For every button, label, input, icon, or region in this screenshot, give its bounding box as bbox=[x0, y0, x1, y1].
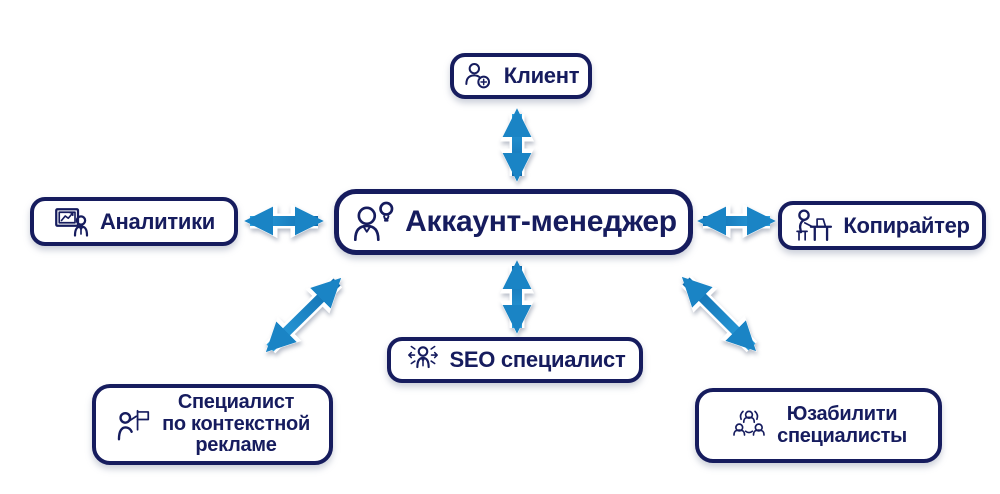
person-flag-icon bbox=[117, 409, 150, 440]
node-copywriter: Копирайтер bbox=[778, 201, 986, 250]
arrow-manager-context bbox=[264, 276, 343, 354]
node-label: Клиент bbox=[503, 63, 580, 89]
node-label: SEO специалист bbox=[449, 347, 626, 373]
presentation-chart-icon bbox=[55, 207, 89, 237]
node-label: Аналитики bbox=[99, 208, 216, 234]
node-client: Клиент bbox=[450, 53, 592, 99]
people-network-icon bbox=[733, 410, 765, 436]
person-add-icon bbox=[465, 63, 490, 89]
node-analysts: Аналитики bbox=[30, 197, 238, 246]
person-expand-arrows-icon bbox=[407, 345, 438, 369]
node-seo: SEO специалист bbox=[387, 337, 643, 383]
node-label: Копирайтер bbox=[843, 212, 970, 238]
person-at-desk-icon bbox=[796, 208, 833, 241]
person-idea-icon bbox=[354, 201, 394, 242]
node-account-manager: Аккаунт-менеджер bbox=[334, 189, 693, 255]
arrow-manager-usability bbox=[680, 275, 758, 353]
node-label: Аккаунт-менеджер bbox=[405, 204, 677, 238]
